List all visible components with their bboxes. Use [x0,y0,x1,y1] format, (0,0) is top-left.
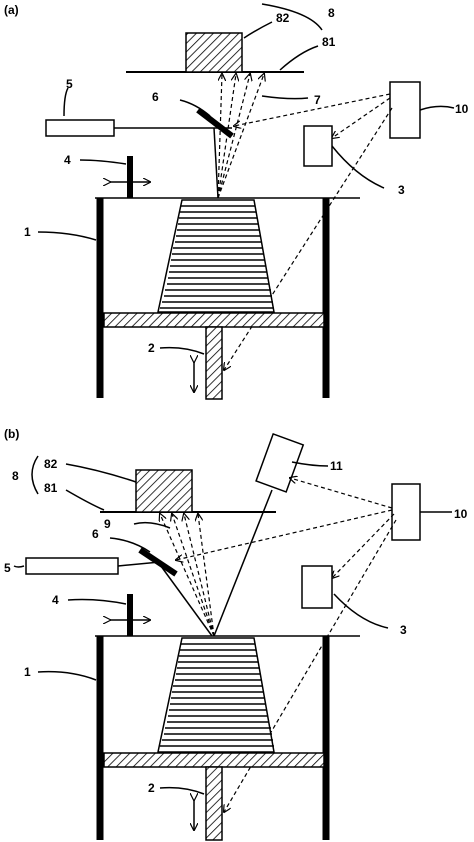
panel-a-ray-3 [217,74,250,199]
panel-a-leader-5 [63,87,69,117]
panel-b-label-1: 1 [24,665,31,679]
panel-a-brace-8 [261,3,323,31]
panel-a-label-1: 1 [24,225,31,239]
panel-b-leader-2 [159,786,205,795]
panel-b-label-9: 9 [104,517,111,531]
panel-a-controller-10 [389,81,421,139]
panel-a-leader-1 [37,231,97,241]
panel-a-leader-2 [159,346,205,355]
panel-b-label-81: 81 [44,481,58,495]
panel-a-label-10: 10 [455,102,469,116]
panel-b-camera-3 [301,565,333,609]
panel-b-tag: (b) [4,427,19,441]
panel-a-leader-6 [179,99,211,117]
panel-a-ctrl-to-mirror [234,93,391,126]
panel-b-ctrl-to-camera3 [332,513,395,578]
panel-a-ctrl-to-camera [332,97,391,138]
panel-b-elevator-2 [205,766,223,841]
panel-b-controller-10 [391,483,421,541]
panel-b-object-82 [135,469,193,513]
panel-a: (a) 8 82 81 5 6 7 10 [4,3,469,400]
panel-b-leader-5 [13,565,25,568]
panel-b-ctrl-to-mirror [176,509,393,560]
panel-a-leader-81 [279,45,319,71]
panel-a-elevator-2 [205,326,223,400]
panel-b-camera-11 [255,433,305,493]
panel-a-label-6: 6 [152,90,159,104]
panel-b-laser-beam [117,561,161,567]
panel-a-platform [103,312,325,328]
panel-b-leader-82 [65,463,137,483]
panel-a-label-5: 5 [66,77,73,91]
panel-a-leader-7 [261,95,309,100]
panel-b-ray-2 [172,514,215,637]
panel-a-leader-10 [419,105,455,111]
panel-b-label-6: 6 [92,527,99,541]
panel-b-leader-4 [67,598,127,605]
panel-b-leader-6 [109,537,151,553]
panel-b-platform [103,752,325,768]
panel-a-label-8: 8 [328,6,335,20]
panel-b-leader-9 [133,521,171,529]
panel-b-label-82: 82 [44,457,58,471]
panel-b-reflected-beam [157,561,213,637]
panel-b-label-3: 3 [400,623,407,637]
panel-b-label-8: 8 [12,469,19,483]
panel-b: (b) 8 82 81 9 5 6 11 [4,427,468,841]
panel-b-ray-1 [160,514,215,637]
panel-b-layered-part [157,637,275,753]
panel-a-label-81: 81 [322,35,336,49]
panel-a-label-3: 3 [398,183,405,197]
panel-a-ray-4 [217,74,264,199]
panel-b-camera-line [213,489,273,637]
panel-a-tag: (a) [4,3,19,17]
panel-a-label-2: 2 [148,341,155,355]
panel-a-leader-82 [243,21,273,39]
panel-b-ctrl-to-camera11 [290,478,393,509]
panel-b-leader-3 [333,593,389,629]
panel-a-ray-2 [217,74,236,199]
panel-a-reflected-beam [213,127,219,199]
panel-a-ray-1 [217,74,222,199]
panel-b-ray-4 [198,514,215,637]
panel-b-label-5: 5 [4,561,11,575]
panel-a-camera-3 [303,125,333,167]
panel-a-laser-5 [45,119,115,137]
panel-a-leader-4 [79,159,127,165]
panel-a-leader-3 [331,145,385,189]
panel-b-laser-5 [25,557,119,575]
panel-a-mirror-6 [196,107,234,139]
panel-a-label-82: 82 [276,11,290,25]
panel-b-label-2: 2 [148,781,155,795]
panel-b-leader-1 [37,670,97,681]
panel-b-label-11: 11 [330,459,343,473]
panel-b-leader-81 [65,489,105,511]
panel-a-object-82 [185,32,243,73]
panel-a-label-7: 7 [314,93,321,107]
panel-a-label-4: 4 [64,153,71,167]
panel-b-label-4: 4 [52,593,59,607]
panel-b-leader-11 [291,461,329,467]
panel-b-label-10: 10 [454,507,468,521]
panel-a-layered-part [157,199,275,313]
panel-b-brace-8 [31,455,39,495]
